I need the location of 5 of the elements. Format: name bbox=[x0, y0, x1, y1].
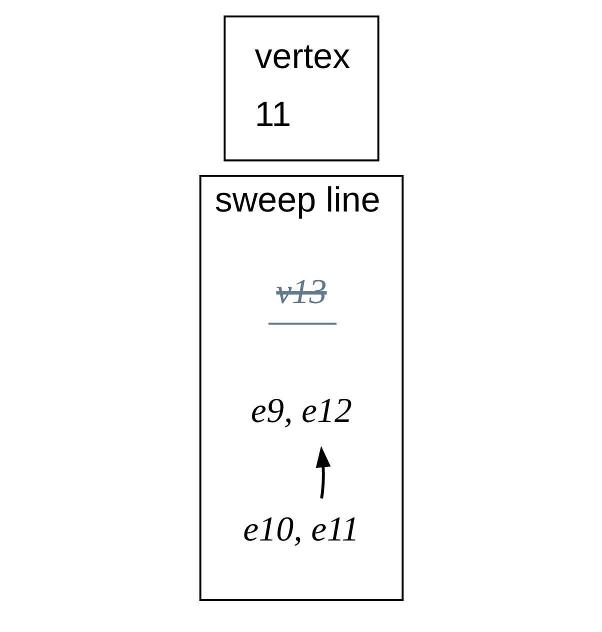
arrow bbox=[315, 446, 330, 499]
node-box: vertex 11 bbox=[223, 15, 379, 162]
node-text: e9, e12 bbox=[250, 390, 352, 430]
node-text: e10, e11 bbox=[242, 509, 359, 548]
node-text: v13 bbox=[276, 272, 326, 312]
